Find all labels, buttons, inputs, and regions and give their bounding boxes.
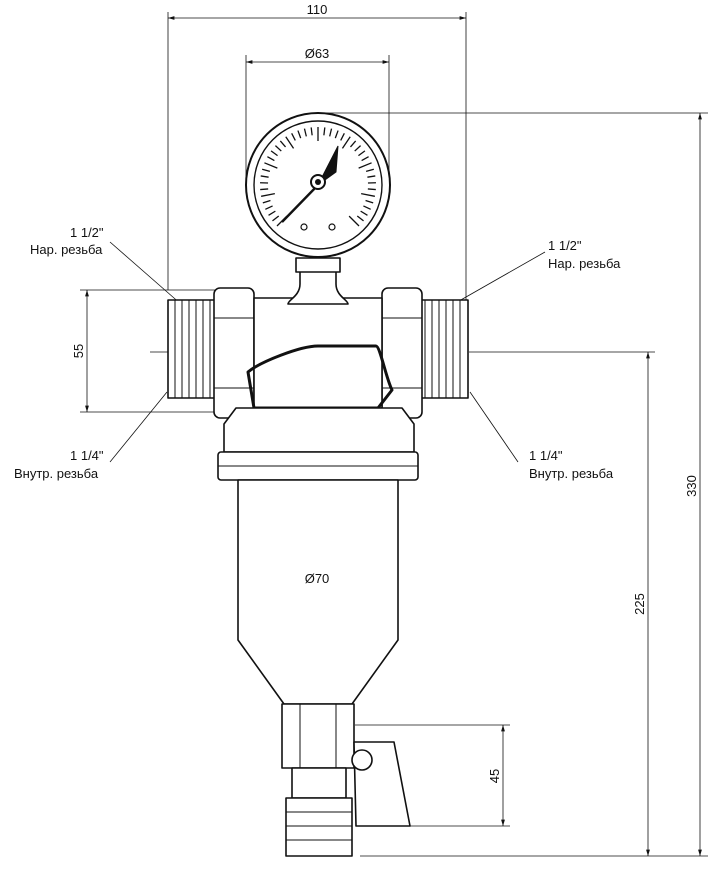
gauge-tick (358, 162, 372, 169)
gauge-tick (363, 205, 371, 210)
callout-right-bottom-size: 1 1/4" (529, 448, 563, 463)
filter-body (167, 257, 469, 857)
gauge-tick (341, 136, 351, 149)
leader-lines (109, 241, 546, 463)
pressure-gauge (245, 112, 391, 258)
gauge-tick (267, 156, 275, 162)
filter-bowl (237, 479, 399, 705)
dim-port-height: 55 (71, 344, 86, 358)
left-nut (213, 287, 255, 419)
gauge-tick (262, 199, 271, 204)
callout-right-top-size: 1 1/2" (548, 238, 582, 253)
callout-left-top-size: 1 1/2" (70, 225, 104, 240)
gauge-ticks (260, 127, 376, 227)
gauge-tick (367, 175, 376, 178)
dim-overall-width: 110 (307, 2, 328, 17)
gauge-tick (265, 205, 273, 210)
gauge-tick (360, 210, 368, 216)
drain-nut (281, 703, 355, 769)
dim-total-height: 330 (684, 475, 699, 497)
gauge-needle (281, 184, 319, 223)
gauge-tick (260, 192, 275, 197)
dim-gauge-diameter: Ø63 (305, 46, 330, 61)
gauge-tick (264, 162, 278, 169)
gauge-tick (303, 128, 307, 137)
gauge-tick (262, 168, 271, 173)
right-nut (381, 287, 423, 419)
gauge-tick (354, 145, 362, 152)
callout-right-bottom-type: Внутр. резьба (529, 466, 614, 481)
gauge-stem (295, 257, 341, 273)
dim-bowl-height: 225 (632, 593, 647, 615)
callout-left-top-type: Нар. резьба (30, 242, 103, 257)
callout-left-bottom-size: 1 1/4" (70, 448, 104, 463)
gauge-tick (365, 168, 374, 173)
gauge-neck (287, 269, 349, 305)
gauge-tick (334, 130, 339, 139)
gauge-screw-right (328, 223, 336, 231)
gauge-tick (260, 175, 269, 178)
central-housing (253, 297, 383, 409)
callout-right-top-type: Нар. резьба (548, 256, 621, 271)
gauge-tick (268, 210, 276, 216)
gauge-tick (310, 127, 313, 136)
gauge-tick (291, 133, 296, 141)
gauge-tick (270, 150, 278, 157)
gauge-tick (272, 215, 280, 222)
gauge-tick (365, 199, 374, 204)
gauge-tick (279, 140, 287, 148)
gauge-pointer (317, 145, 339, 186)
gauge-tick (358, 150, 366, 157)
drain-outlet (285, 797, 353, 857)
gauge-tick (274, 145, 282, 152)
gauge-tick (361, 156, 369, 162)
gauge-tick (356, 215, 364, 222)
gauge-tick (361, 192, 376, 197)
dim-drain-height: 45 (487, 769, 502, 783)
gauge-tick (329, 128, 333, 137)
gauge-tick (285, 136, 295, 149)
gauge-tick (323, 127, 326, 136)
dim-bowl-diameter: Ø70 (305, 571, 330, 586)
gauge-tick (260, 188, 269, 191)
gauge-tick (349, 140, 357, 148)
callout-left-bottom-type: Внутр. резьба (14, 466, 99, 481)
gauge-tick (348, 215, 360, 227)
gauge-tick (367, 188, 376, 191)
gauge-tick (340, 133, 345, 141)
gauge-tick (297, 130, 302, 139)
drain-body (291, 767, 347, 799)
collar (223, 407, 415, 453)
gauge-screw-left (300, 223, 308, 231)
